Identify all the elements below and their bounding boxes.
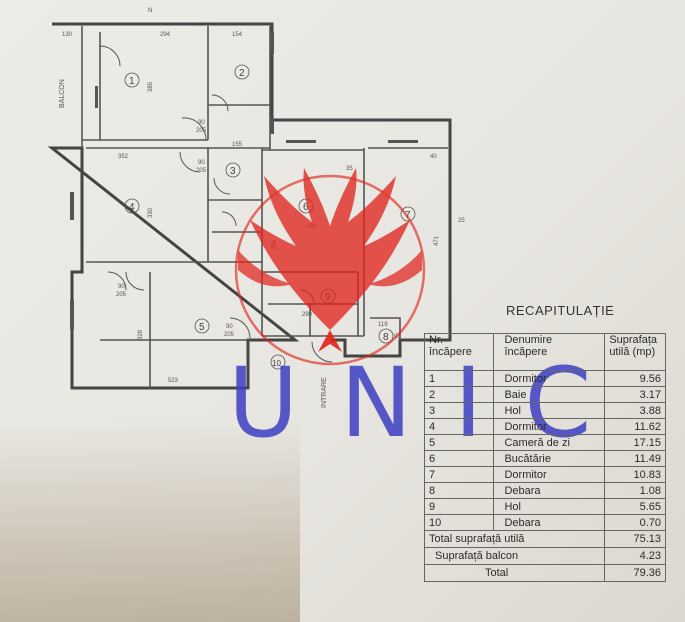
svg-text:328: 328: [138, 329, 144, 340]
svg-text:119: 119: [378, 322, 388, 328]
svg-text:25: 25: [458, 218, 465, 224]
phoenix-logo: [234, 168, 426, 366]
svg-text:205: 205: [196, 128, 207, 134]
header-room-number: Nr. încăpere: [423, 333, 495, 371]
svg-text:471: 471: [434, 235, 440, 246]
balcony-label: BALCON: [59, 79, 66, 108]
paper-shadow: [0, 420, 300, 622]
svg-text:2: 2: [239, 68, 245, 79]
svg-text:40: 40: [430, 154, 437, 160]
svg-text:385: 385: [148, 81, 154, 92]
entrance-label: INTRARE: [321, 377, 328, 408]
svg-text:5: 5: [199, 322, 205, 333]
svg-text:352: 352: [118, 154, 129, 160]
recap-title: RECAPITULAȚIE: [506, 303, 615, 318]
area-summary-table: Nr. încăpere Denumire încăpere Suprafața…: [423, 333, 666, 582]
svg-text:1: 1: [129, 76, 135, 87]
svg-text:35: 35: [346, 166, 353, 172]
svg-text:205: 205: [116, 292, 127, 298]
svg-text:155: 155: [232, 142, 243, 148]
svg-text:90: 90: [198, 160, 205, 166]
svg-text:3: 3: [230, 166, 236, 177]
outer-walls: [47, 22, 452, 390]
svg-text:290: 290: [302, 312, 313, 318]
header-room-name: Denumire încăpere: [493, 333, 606, 371]
svg-text:6: 6: [303, 202, 309, 213]
svg-text:205: 205: [224, 332, 235, 338]
svg-text:8: 8: [383, 332, 389, 343]
svg-text:154: 154: [232, 32, 243, 38]
door-swings: [99, 45, 333, 363]
svg-text:523: 523: [168, 378, 179, 384]
svg-text:130: 130: [62, 32, 73, 38]
svg-text:294: 294: [160, 32, 171, 38]
svg-text:205: 205: [196, 168, 207, 174]
header-area: Suprafața utilă (mp): [604, 333, 666, 371]
north-mark: N: [148, 8, 152, 14]
svg-text:90: 90: [198, 120, 205, 126]
plan-dimensions: N 130 294 154 352 155 523 328 330 385 29…: [59, 8, 465, 408]
windows: [70, 32, 418, 330]
svg-text:4: 4: [129, 202, 135, 213]
svg-text:90: 90: [226, 324, 233, 330]
svg-text:10: 10: [272, 359, 281, 368]
table-header-row: Nr. încăpere Denumire încăpere Suprafața…: [423, 333, 666, 371]
svg-text:90: 90: [118, 284, 125, 290]
svg-text:330: 330: [148, 207, 154, 218]
